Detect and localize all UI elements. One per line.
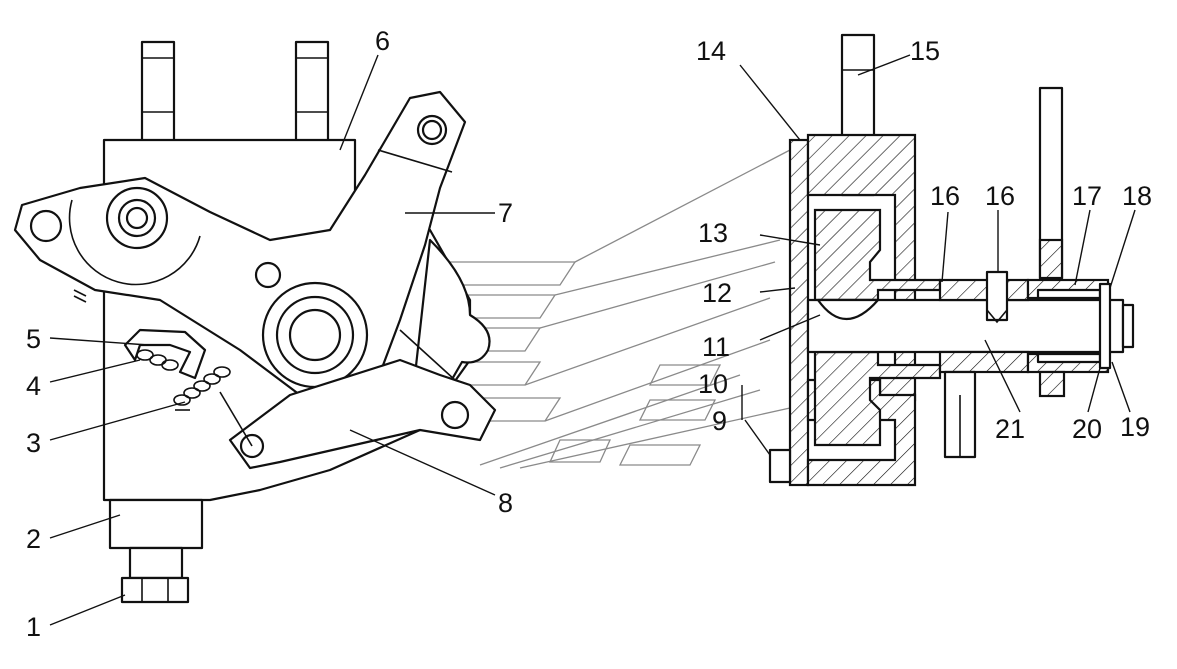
bottom-nut-body	[128, 546, 184, 580]
set-screw	[985, 270, 1009, 322]
bushing-left	[938, 278, 1030, 302]
right-assembly	[768, 33, 1135, 487]
shaft-end-cap	[1121, 303, 1135, 349]
callout-11: 11	[702, 332, 730, 362]
callout-9: 9	[712, 406, 727, 436]
callout-15: 15	[910, 36, 940, 66]
side-bolt	[768, 448, 792, 484]
top-stud-right	[294, 40, 330, 144]
spring-clip	[123, 328, 207, 380]
bottom-nut	[120, 576, 190, 604]
callout-5: 5	[26, 324, 41, 354]
callout-1: 1	[26, 612, 41, 642]
bushing-left-lower	[938, 350, 1030, 374]
callout-12: 12	[702, 278, 732, 308]
watermark-stripes	[396, 149, 791, 469]
callout-16a: 16	[930, 181, 960, 211]
callout-4: 4	[26, 371, 41, 401]
callout-7: 7	[498, 198, 513, 228]
front-plate	[788, 138, 810, 487]
ball-seat	[816, 298, 880, 321]
callout-3: 3	[26, 428, 41, 458]
callout-8: 8	[498, 488, 513, 518]
rotor-disc-lower	[813, 350, 942, 447]
lower-lever	[228, 358, 497, 470]
callout-2: 2	[26, 524, 41, 554]
callout-6: 6	[375, 26, 390, 56]
callout-13: 13	[698, 218, 728, 248]
callout-20: 20	[1072, 414, 1102, 444]
callout-14: 14	[696, 36, 726, 66]
top-stud-left	[140, 40, 176, 144]
leader-lines	[49, 54, 1136, 626]
left-assembly	[13, 40, 497, 604]
bottom-sleeve	[108, 498, 204, 550]
callout-21: 21	[995, 414, 1025, 444]
callout-17: 16	[985, 181, 1015, 211]
rotor-disc	[813, 208, 942, 302]
callout-18: 17	[1072, 181, 1102, 211]
spring-coil	[173, 366, 253, 447]
retaining-ring	[1098, 282, 1112, 370]
callout-10: 10	[698, 369, 728, 399]
callout-16b: 18	[1122, 181, 1152, 211]
callout-labels: 1 2 3 4 5 6 7 8 9 10 11 12 13 14 15 16 1…	[26, 26, 1152, 642]
callout-19: 19	[1120, 412, 1150, 442]
